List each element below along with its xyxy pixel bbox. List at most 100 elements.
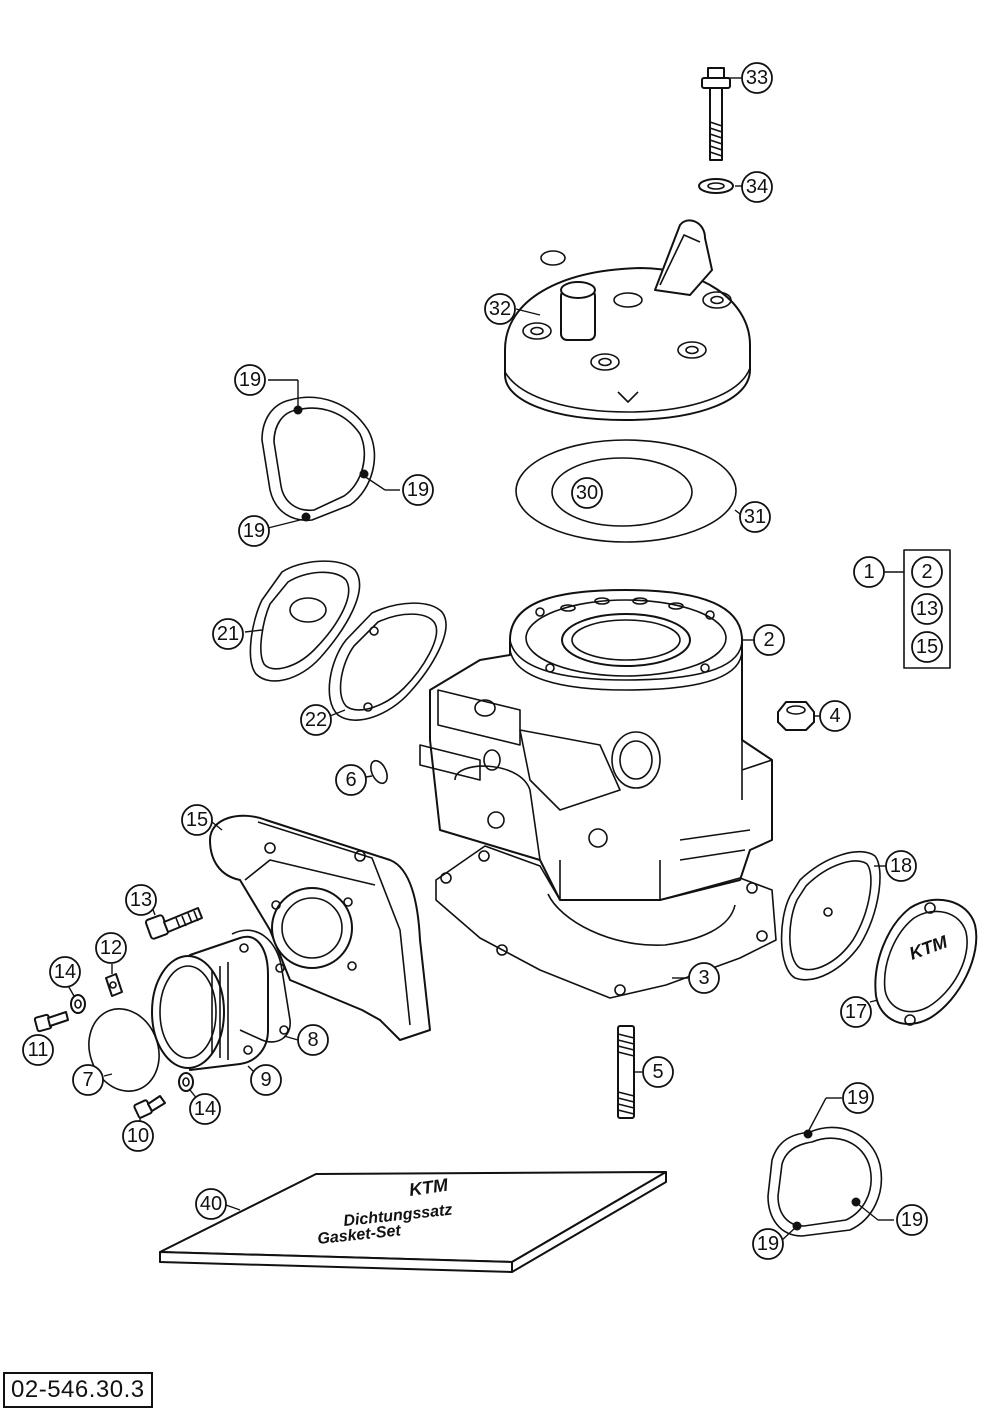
svg-text:14: 14 (54, 961, 76, 983)
svg-text:40: 40 (200, 1193, 222, 1215)
svg-text:21: 21 (217, 623, 239, 645)
part-12-lock-plate (105, 973, 123, 997)
callout-13-kit: 13 (911, 593, 943, 625)
callout-19-b: 19 (402, 474, 434, 506)
callout-2-kit: 2 (911, 556, 943, 588)
svg-text:31: 31 (744, 506, 766, 528)
svg-text:19: 19 (407, 479, 429, 501)
callout-19-d: 19 (842, 1082, 874, 1114)
svg-text:10: 10 (127, 1125, 149, 1147)
part-33-head-bolt (701, 67, 731, 161)
part-40-gasket-set-package: KTM Dichtungssatz Gasket-Set (159, 1171, 667, 1273)
callout-34: 34 (741, 171, 773, 203)
part-31-head-gasket-ring (515, 439, 737, 543)
drawing-number-label: 02-546.30.3 (3, 1372, 153, 1408)
svg-text:15: 15 (186, 809, 208, 831)
callout-12: 12 (95, 932, 127, 964)
part-5-stud (617, 1025, 635, 1119)
part-8-flange-gasket (231, 929, 291, 1043)
callout-30: 30 (571, 477, 603, 509)
callout-19-e: 19 (896, 1204, 928, 1236)
callout-32: 32 (484, 293, 516, 325)
callout-15-kit: 15 (911, 631, 943, 663)
callout-21: 21 (212, 618, 244, 650)
callout-17: 17 (840, 996, 872, 1028)
svg-text:18: 18 (890, 855, 912, 877)
svg-text:32: 32 (489, 298, 511, 320)
part-34-washer (698, 178, 734, 194)
part-10-screw (133, 1095, 166, 1119)
part-19-gasket-lower (767, 1126, 883, 1237)
callout-2: 2 (753, 624, 785, 656)
part-15-exhaust-valve-housing (209, 814, 431, 1041)
callout-33: 33 (741, 62, 773, 94)
svg-text:2: 2 (921, 561, 932, 583)
svg-text:19: 19 (243, 520, 265, 542)
svg-text:9: 9 (260, 1069, 271, 1091)
svg-text:11: 11 (28, 1039, 49, 1061)
svg-text:34: 34 (746, 176, 768, 198)
svg-text:14: 14 (194, 1098, 216, 1120)
svg-text:19: 19 (901, 1209, 923, 1231)
part-21-gasket (249, 560, 361, 682)
part-19-gasket-upper (261, 396, 376, 522)
callout-4: 4 (819, 700, 851, 732)
svg-text:8: 8 (307, 1029, 318, 1051)
callout-3: 3 (688, 962, 720, 994)
part-13-screw (144, 907, 203, 940)
callout-22: 22 (300, 704, 332, 736)
part-14-washer-upper (70, 994, 86, 1014)
part-6-o-ring (370, 759, 388, 785)
callout-19-a: 19 (234, 364, 266, 396)
callout-14-upper: 14 (49, 956, 81, 988)
svg-text:22: 22 (305, 709, 327, 731)
part-2-cylinder (419, 589, 773, 901)
part-9-exhaust-flange (151, 935, 269, 1071)
part-3-base-gasket (435, 845, 777, 999)
svg-text:33: 33 (746, 67, 768, 89)
part-4-nut (777, 701, 815, 731)
svg-text:19: 19 (239, 369, 261, 391)
callout-9: 9 (250, 1064, 282, 1096)
svg-text:17: 17 (845, 1001, 867, 1023)
callout-31: 31 (739, 501, 771, 533)
callout-15: 15 (181, 804, 213, 836)
svg-text:19: 19 (847, 1087, 869, 1109)
svg-text:19: 19 (757, 1233, 779, 1255)
kit-bracket (884, 549, 951, 669)
part-32-cylinder-head (504, 219, 751, 421)
part-11-screw (33, 1011, 69, 1033)
callout-7: 7 (72, 1064, 104, 1096)
svg-text:13: 13 (130, 889, 152, 911)
callout-8: 8 (297, 1024, 329, 1056)
svg-text:3: 3 (698, 967, 709, 989)
callout-11: 11 (22, 1034, 54, 1066)
svg-text:1: 1 (863, 561, 874, 583)
svg-text:5: 5 (652, 1061, 663, 1083)
svg-text:13: 13 (916, 598, 938, 620)
svg-text:15: 15 (916, 636, 938, 658)
callout-19-c: 19 (238, 515, 270, 547)
part-22-gasket (328, 602, 447, 721)
callout-40: 40 (195, 1188, 227, 1220)
svg-text:2: 2 (763, 629, 774, 651)
callout-1: 1 (853, 556, 885, 588)
svg-text:30: 30 (576, 482, 598, 504)
svg-text:12: 12 (100, 937, 122, 959)
callout-6: 6 (335, 764, 367, 796)
svg-text:6: 6 (345, 769, 356, 791)
svg-text:7: 7 (82, 1069, 93, 1091)
part-18-gasket (780, 850, 881, 981)
svg-text:4: 4 (829, 705, 840, 727)
callout-5: 5 (642, 1056, 674, 1088)
callout-13: 13 (125, 884, 157, 916)
callout-10: 10 (122, 1120, 154, 1152)
callout-19-f: 19 (752, 1228, 784, 1260)
part-14-washer-lower (178, 1072, 194, 1092)
part-30-o-ring (551, 457, 693, 527)
part-17-cover: KTM (874, 898, 978, 1026)
callout-18: 18 (885, 850, 917, 882)
callout-14-lower: 14 (189, 1093, 221, 1125)
